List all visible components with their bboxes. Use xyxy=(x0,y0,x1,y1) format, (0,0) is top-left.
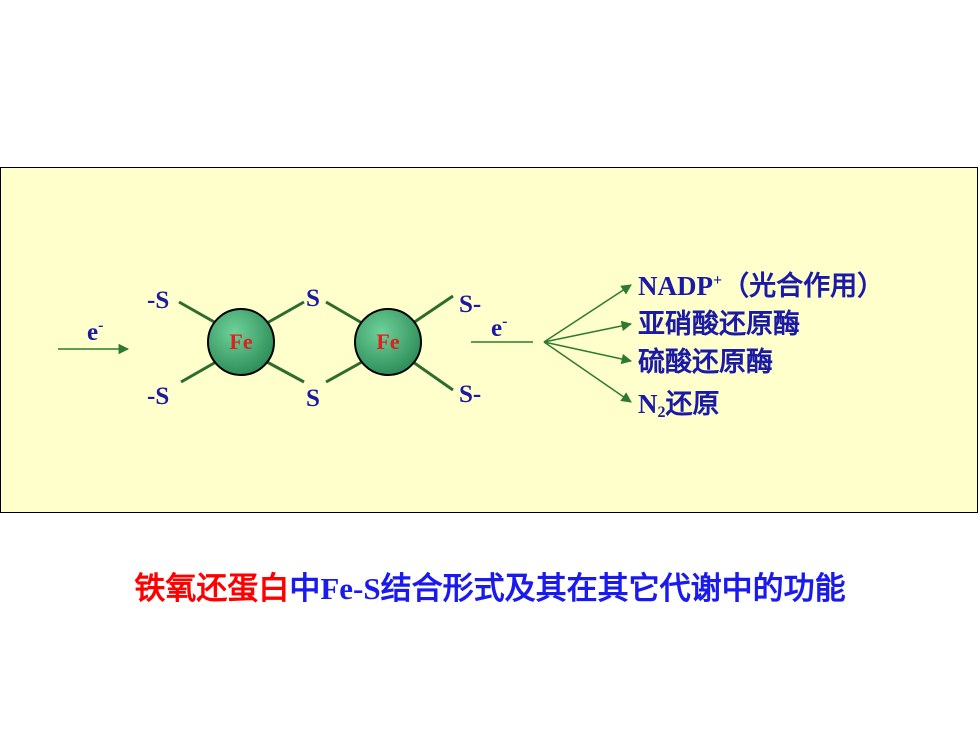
bond-ls-bottom xyxy=(180,360,217,384)
branch-arrow-nadp xyxy=(543,284,632,343)
target-sulfite-reductase: 硫酸还原酶 xyxy=(638,347,773,377)
target-n2-sub: 2 xyxy=(657,404,666,421)
electron-out-charge: - xyxy=(502,313,508,330)
sulfur-top-right: S- xyxy=(459,291,482,318)
sulfur-top-left: -S xyxy=(147,287,170,314)
sulfur-bottom-left: -S xyxy=(147,383,170,410)
caption-suffix: 结合形式及其在其它代谢中的功能 xyxy=(380,571,846,607)
target-n2-rest: 还原 xyxy=(665,389,720,419)
iron-left-label: Fe xyxy=(229,329,253,354)
diagram-panel: e- e- -S -S S S S- S- Fe Fe NADP+（光合作用） … xyxy=(0,167,978,513)
caption-rest: 中Fe-S结合形式及其在其它代谢中的功能 xyxy=(289,571,845,607)
target-nadp-main: NADP xyxy=(638,271,713,301)
branch-arrow-sulfite xyxy=(543,341,633,365)
bond-bridge-bottom-fe-right xyxy=(325,360,363,384)
branch-arrow-n2 xyxy=(543,341,632,403)
bond-fe-left-bridge-top xyxy=(266,300,305,325)
electron-in-label: e- xyxy=(87,317,104,346)
caption: 铁氧还蛋白中Fe-S结合形式及其在其它代谢中的功能 xyxy=(0,563,980,608)
electron-out-label: e- xyxy=(491,313,508,342)
bond-fe-left-bridge-bottom xyxy=(266,360,305,384)
sulfur-bridge-top: S xyxy=(306,285,320,312)
caption-ferredoxin: 铁氧还蛋白 xyxy=(134,571,290,607)
bond-bridge-top-fe-right xyxy=(325,300,363,325)
caption-prefix: 中 xyxy=(289,571,321,607)
iron-right-label: Fe xyxy=(376,329,400,354)
iron-atoms xyxy=(207,308,422,376)
caption-fes: Fe-S xyxy=(320,571,381,606)
electron-in-symbol: e xyxy=(87,319,99,346)
electron-in-charge: - xyxy=(98,317,104,334)
target-nadp-charge: + xyxy=(713,272,723,289)
target-n2-reduction: N2还原 xyxy=(638,391,720,421)
target-nitrite-reductase: 亚硝酸还原酶 xyxy=(638,309,800,339)
sulfur-bridge-bottom: S xyxy=(306,385,320,412)
fe-s-cluster-diagram xyxy=(58,284,633,403)
iron-left-atom xyxy=(207,308,275,376)
arrow-lines xyxy=(58,284,633,403)
bond-fe-right-bottom xyxy=(412,360,454,392)
branch-arrow-nitrite xyxy=(543,320,633,343)
bond-ls-top xyxy=(178,300,217,325)
target-nadp: NADP+（光合作用） xyxy=(638,273,884,300)
sulfur-bottom-right: S- xyxy=(459,381,482,408)
bond-fe-right-top xyxy=(412,294,454,325)
bond-lines xyxy=(178,294,454,392)
target-n2-main: N xyxy=(638,389,658,419)
iron-right-atom xyxy=(354,308,422,376)
target-nadp-note: （光合作用） xyxy=(722,271,885,301)
electron-out-symbol: e xyxy=(491,315,503,342)
